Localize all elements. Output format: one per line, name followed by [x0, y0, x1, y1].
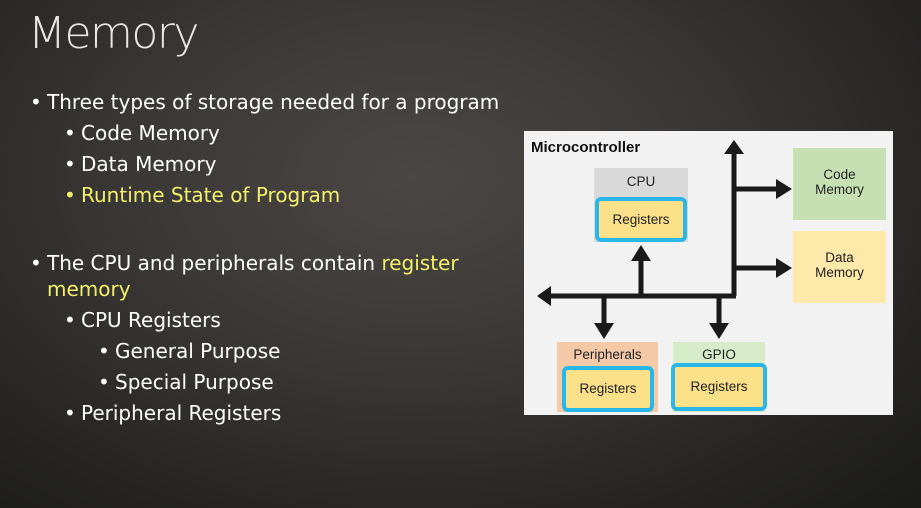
peripherals-label: Peripherals	[573, 347, 642, 362]
diagram-title: Microcontroller	[531, 139, 641, 156]
bullet-special-purpose: •Special Purpose	[98, 370, 274, 394]
bullet-text: General Purpose	[115, 339, 281, 363]
code-memory-label-line2: Memory	[815, 182, 864, 197]
bullet-storage-types: •Three types of storage needed for a pro…	[30, 90, 499, 114]
bullet-text: CPU Registers	[81, 308, 221, 332]
bullet-text: Peripheral Registers	[81, 401, 282, 425]
cpu-registers-box: Registers	[595, 197, 687, 242]
bullet-text: Three types of storage needed for a prog…	[47, 90, 500, 114]
slide-title: Memory	[28, 8, 199, 59]
cpu-label: CPU	[626, 174, 656, 189]
bullet-general-purpose: •General Purpose	[98, 339, 280, 363]
bullet-dot: •	[64, 401, 76, 425]
main-bus-left-arrow	[537, 286, 551, 306]
peripherals-registers-box: Registers	[562, 366, 654, 412]
bullet-dot: •	[98, 370, 110, 394]
bullet-text: Runtime State of Program	[81, 183, 341, 207]
code-memory-arrow	[776, 179, 792, 199]
gpio-arrow	[709, 323, 729, 339]
bullet-dot: •	[64, 152, 76, 176]
bus-diagram-svg	[537, 140, 792, 339]
code-memory-label-line1: Code	[823, 167, 856, 182]
bullet-text: Data Memory	[81, 152, 217, 176]
gpio-registers-box: Registers	[671, 363, 767, 411]
bullet-peripheral-registers: •Peripheral Registers	[64, 401, 281, 425]
data-memory-label-line1: Data	[825, 250, 854, 265]
code-memory-box: Code Memory	[793, 148, 886, 220]
bullet-text: The CPU and peripherals contain	[47, 251, 382, 275]
bullet-text: Code Memory	[81, 121, 220, 145]
bullet-dot: •	[64, 308, 76, 332]
bullet-dot: •	[30, 251, 42, 275]
bullet-runtime-state: •Runtime State of Program	[64, 183, 340, 207]
bullet-dot: •	[64, 183, 76, 207]
bullet-register-memory-line2: memory	[47, 277, 131, 301]
data-memory-arrow	[776, 258, 792, 278]
bullet-register-memory: •The CPU and peripherals contain registe…	[30, 251, 459, 275]
data-memory-box: Data Memory	[793, 231, 886, 303]
peripherals-arrow	[594, 323, 614, 339]
bullet-text: Special Purpose	[115, 370, 274, 394]
bullet-dot: •	[64, 121, 76, 145]
microcontroller-diagram: Microcontroller CPU Registers Code Memor…	[524, 131, 893, 415]
gpio-label: GPIO	[702, 347, 736, 362]
bullet-cpu-registers: •CPU Registers	[64, 308, 221, 332]
cpu-arrow	[631, 245, 651, 261]
bullet-dot: •	[98, 339, 110, 363]
bullet-highlight: register	[381, 251, 459, 275]
data-memory-label-line2: Memory	[815, 265, 864, 280]
bullet-dot: •	[30, 90, 42, 114]
bullet-data-memory: •Data Memory	[64, 152, 216, 176]
main-bus-up-arrow	[724, 140, 744, 154]
bullet-code-memory: •Code Memory	[64, 121, 220, 145]
